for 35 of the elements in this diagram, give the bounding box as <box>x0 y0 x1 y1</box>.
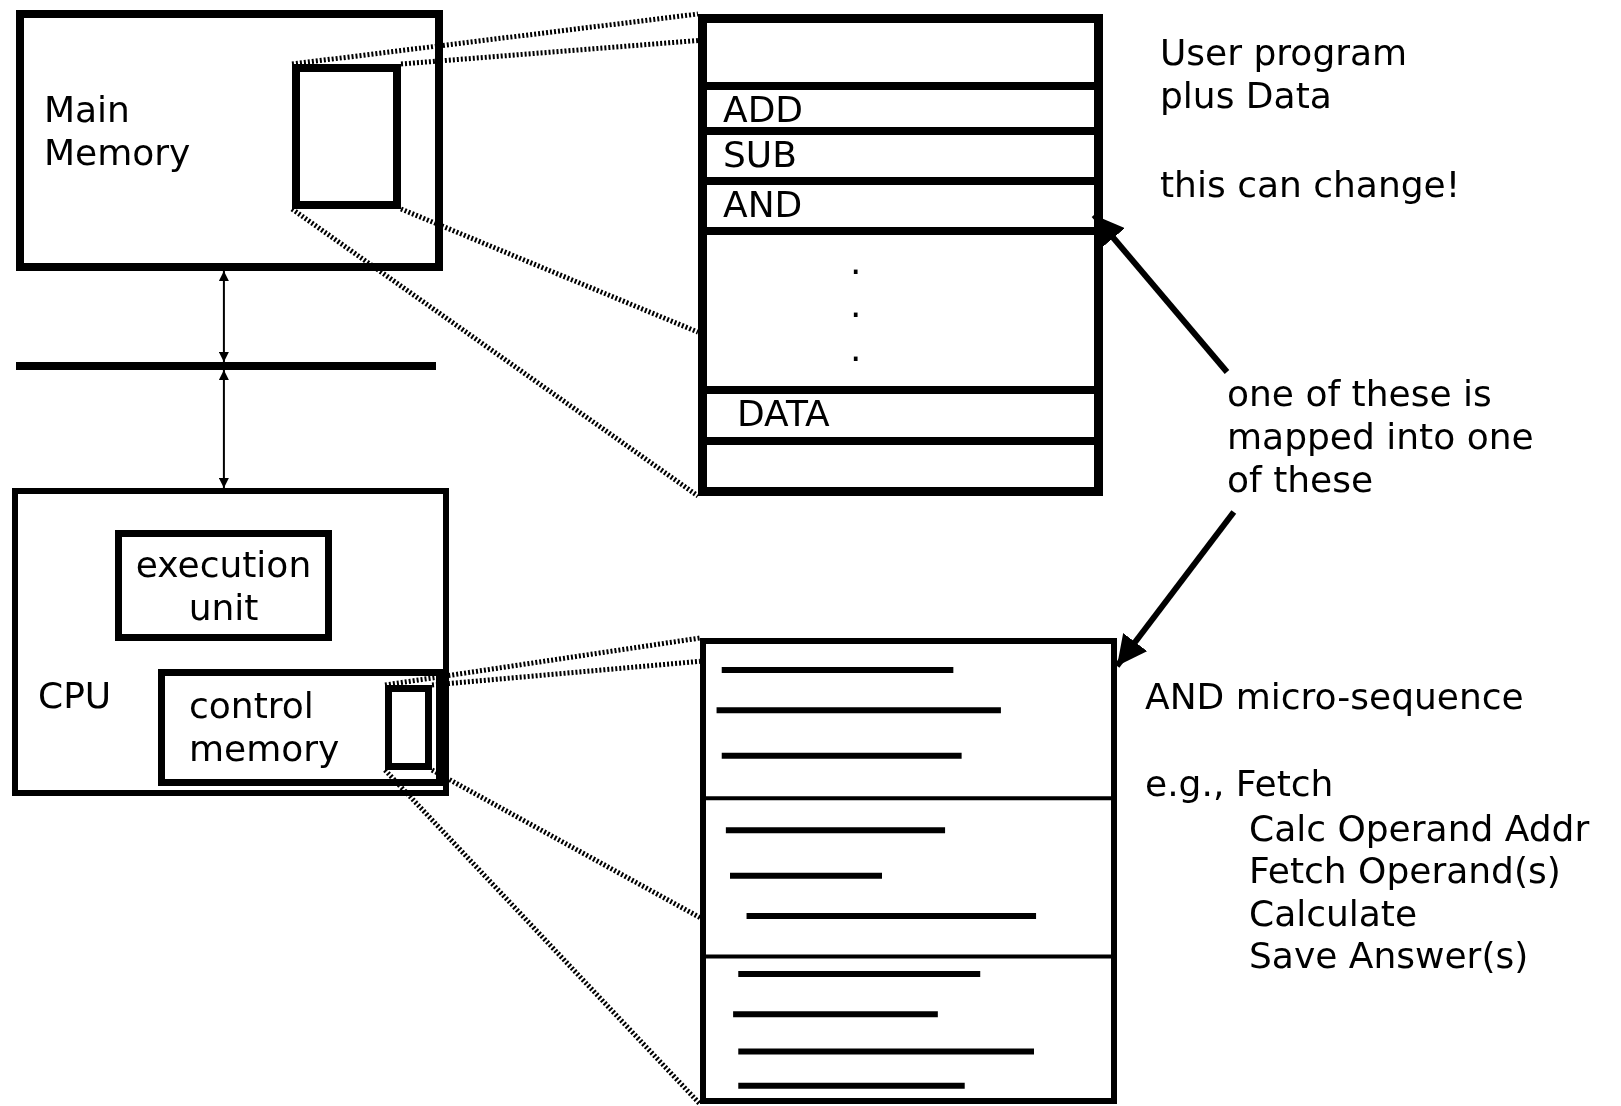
memory-row <box>707 386 1094 445</box>
note-text: one of these is mapped into one of these <box>1227 372 1567 512</box>
control-store-box <box>700 638 1117 1104</box>
execution-unit-box <box>115 530 332 641</box>
note-text: . <box>850 283 863 327</box>
note-text: Fetch Operand(s) <box>1249 849 1562 893</box>
note-text: Calculate <box>1249 892 1419 936</box>
zoom-region-box <box>385 685 432 770</box>
box-label: ADD <box>723 88 805 132</box>
memory-contents-box <box>698 14 1103 496</box>
note-text: Calc Operand Addr <box>1249 807 1591 851</box>
note-text: Save Answer(s) <box>1249 934 1530 978</box>
box-label: Main Memory <box>44 88 192 175</box>
arrow <box>218 369 229 489</box>
main-memory-box <box>16 10 443 271</box>
box-label: execution unit <box>134 543 313 630</box>
zoom-projection-lines <box>382 635 703 1106</box>
arrow <box>1091 213 1230 374</box>
note-text: User program plus Data <box>1160 31 1409 118</box>
control-memory-box <box>158 669 443 786</box>
note-text: this can change! <box>1160 163 1462 207</box>
box-label: DATA <box>737 392 831 436</box>
note-text: . <box>850 240 863 284</box>
box-label: control memory <box>189 684 341 771</box>
note-text: AND micro-sequence <box>1145 675 1525 719</box>
zoom-projection-lines <box>289 11 701 499</box>
zoom-region-box <box>292 64 401 209</box>
note-text: . <box>850 327 863 371</box>
cpu-box <box>12 488 449 796</box>
memory-row <box>707 82 1094 135</box>
note-text: e.g., Fetch <box>1145 762 1335 806</box>
box-label: SUB <box>723 133 798 177</box>
arrow <box>218 270 229 363</box>
box-label: CPU <box>38 674 113 718</box>
box-label: AND <box>723 183 804 227</box>
